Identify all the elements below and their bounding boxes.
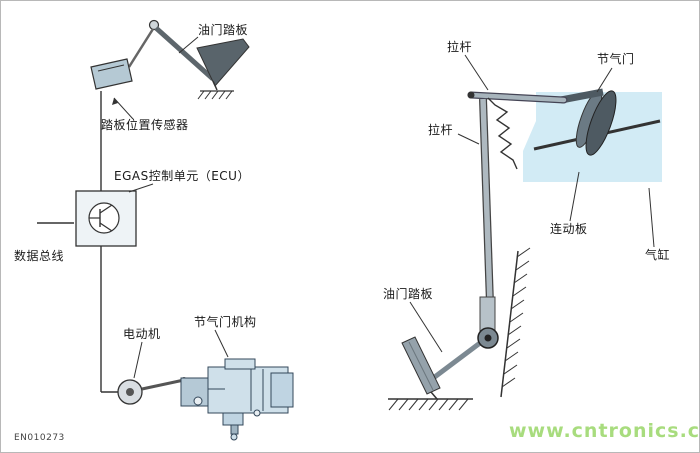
label-pedal-sensor: 踏板位置传感器 [101, 118, 189, 132]
throttle-valve-drawing [533, 88, 661, 156]
label-cylinder: 气缸 [645, 248, 671, 262]
label-pull-rod-side: 拉杆 [428, 123, 454, 137]
ecu-drawing [75, 190, 137, 247]
return-spring-drawing [487, 97, 518, 170]
pull-rod-vertical [479, 98, 496, 338]
label-throttle-mechanism: 节气门机构 [194, 315, 257, 329]
left-pedal-drawing [148, 19, 250, 100]
label-motor: 电动机 [123, 327, 161, 341]
motor-drawing [117, 377, 187, 405]
leader-lines-right [409, 54, 655, 353]
label-linkage-plate: 连动板 [550, 222, 588, 236]
wiring-lines [100, 91, 118, 393]
pedal-position-sensor-drawing [90, 28, 155, 90]
leader-lines-left [112, 36, 229, 379]
wall-hatching [500, 247, 531, 398]
label-left-pedal: 油门踏板 [198, 23, 249, 37]
label-ecu: EGAS控制单元（ECU） [114, 169, 250, 183]
throttle-mechanism-drawing [180, 358, 294, 441]
label-throttle-valve: 节气门 [597, 52, 635, 66]
pull-rod-horizontal [467, 91, 568, 104]
figure-code: EN010273 [14, 433, 65, 443]
right-pedal-assembly [388, 327, 499, 411]
site-watermark: www.cntronics.com [509, 420, 700, 442]
label-data-bus: 数据总线 [14, 249, 65, 263]
label-pull-rod-top: 拉杆 [447, 40, 473, 54]
label-right-pedal: 油门踏板 [383, 287, 434, 301]
